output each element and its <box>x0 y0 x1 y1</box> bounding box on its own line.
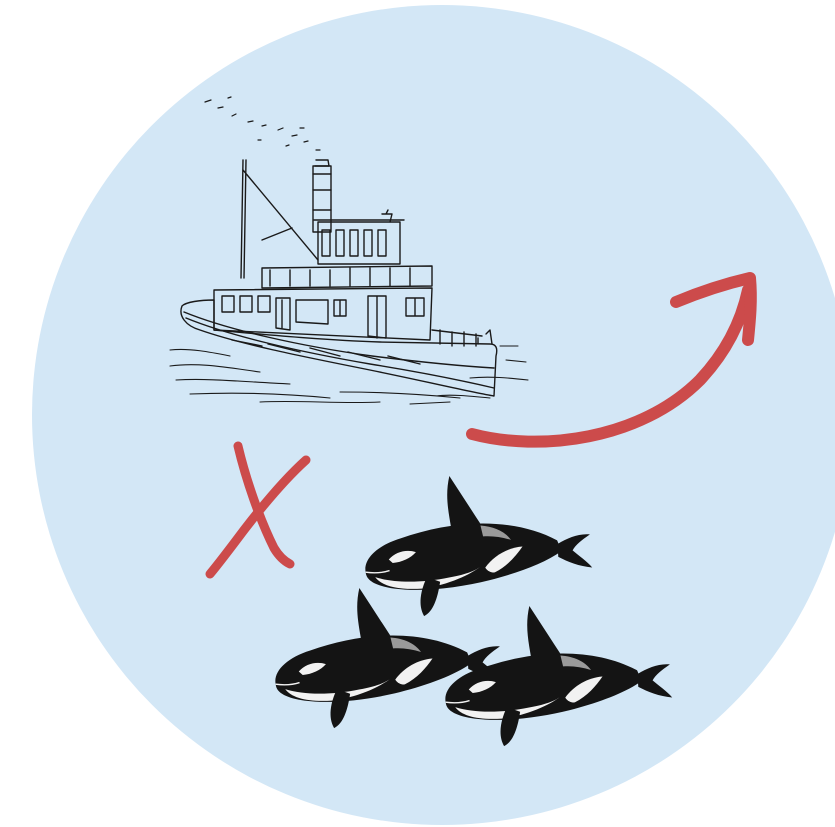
boat-wheelhouse <box>317 221 401 265</box>
boat-mast <box>240 159 244 279</box>
background-circle <box>32 5 835 825</box>
curved-arrow-up-right <box>466 272 757 448</box>
smoke-specks <box>204 96 321 151</box>
x-mark <box>205 441 311 579</box>
tugboat-illustration <box>169 96 529 405</box>
water-lines <box>169 345 529 405</box>
